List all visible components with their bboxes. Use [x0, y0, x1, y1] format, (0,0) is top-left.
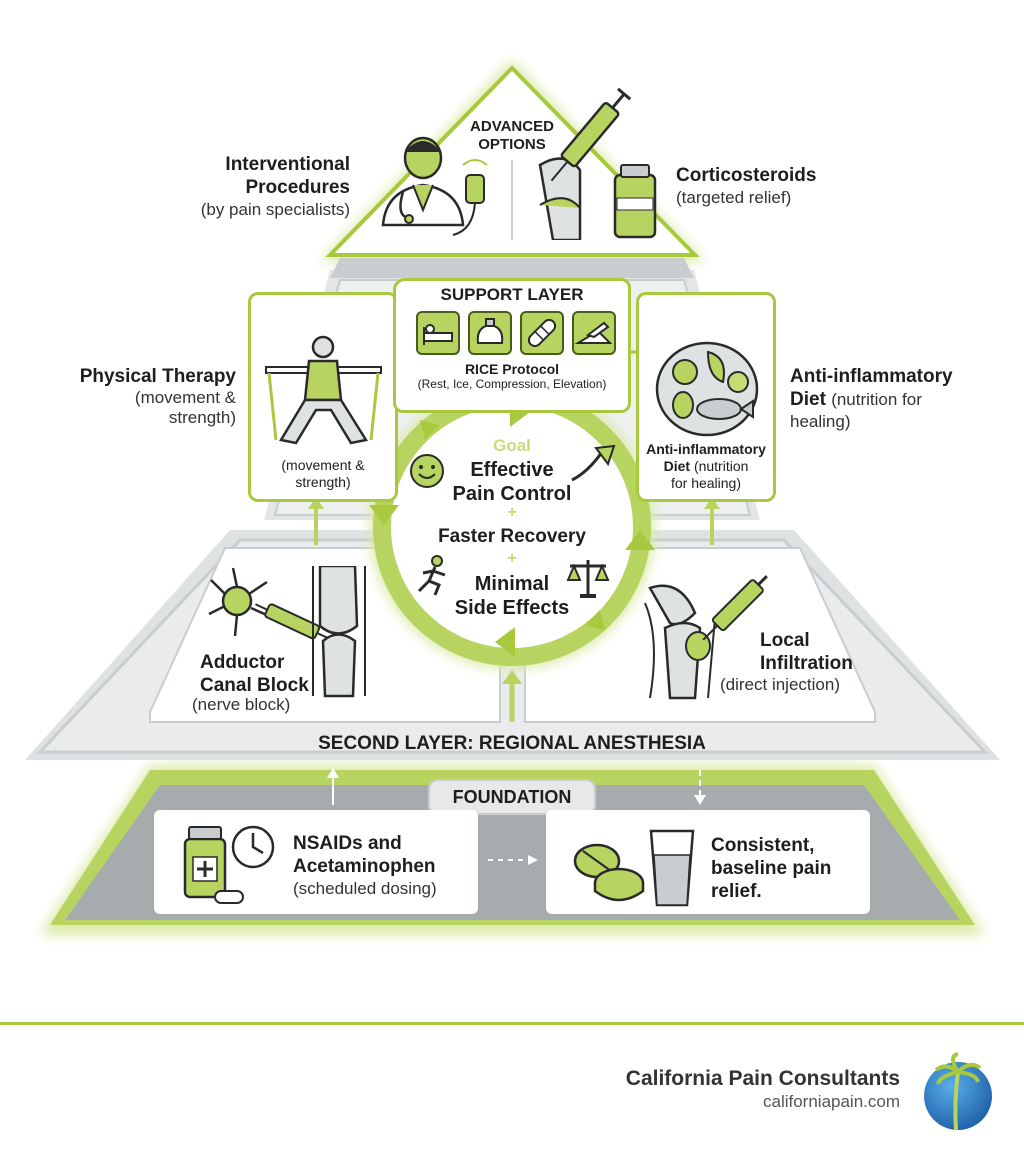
- diet-card-text: Anti-inflammatory Diet (nutrition for he…: [646, 441, 766, 491]
- rice-protocol-sub: (Rest, Ice, Compression, Elevation): [417, 377, 607, 391]
- baseline-relief-title: Consistent, baseline pain relief.: [711, 835, 832, 902]
- goal-plus-2: +: [507, 550, 517, 567]
- nsaids-card: NSAIDs and Acetaminophen (scheduled dosi…: [154, 810, 478, 914]
- doctor-icon: [381, 136, 488, 236]
- bed-rest-icon: [416, 311, 460, 355]
- regional-anesthesia-heading: SECOND LAYER: REGIONAL ANESTHESIA: [318, 733, 706, 754]
- elevation-foot-icon: [572, 311, 616, 355]
- smiley-face-icon: [410, 454, 444, 488]
- goal-effective-pain-control: Effective Pain Control: [452, 459, 572, 505]
- pills-water-glass-icon: [573, 829, 695, 907]
- foundation-heading: FOUNDATION: [428, 779, 596, 815]
- interventional-procedures-title: Interventional Procedures: [225, 154, 350, 198]
- support-layer-heading: SUPPORT LAYER: [440, 285, 584, 304]
- physical-therapy-card: (movement & strength): [248, 292, 398, 502]
- adductor-canal-block-sub: (nerve block): [192, 695, 291, 714]
- adductor-canal-block-title: Adductor Canal Block: [200, 652, 309, 696]
- goal-minimal-side-effects: Minimal Side Effects: [454, 573, 570, 619]
- anti-inflammatory-diet-title: Anti-inflammatory Diet (nutrition for he…: [790, 366, 953, 431]
- footer-divider: [0, 1022, 1024, 1025]
- running-person-icon: [417, 555, 446, 596]
- physical-therapy-sub: (movement & strength): [134, 388, 236, 428]
- nerve-block-knee-icon: [208, 566, 366, 698]
- corticosteroids-sub: (targeted relief): [676, 188, 792, 207]
- goal-label: Goal: [493, 436, 531, 455]
- company-url: californiapain.com: [762, 1092, 900, 1111]
- advanced-options-badge: ADVANCED OPTIONS: [460, 118, 564, 154]
- nsaids-sub: (scheduled dosing): [293, 879, 437, 898]
- corticosteroids-title: Corticosteroids: [676, 165, 817, 186]
- rice-protocol-title: RICE Protocol: [464, 361, 560, 377]
- physical-therapy-title: Physical Therapy: [79, 366, 236, 387]
- pt-card-text: (movement & strength): [281, 457, 365, 490]
- local-infiltration-title: Local Infiltration: [760, 630, 853, 674]
- balance-scale-icon: [566, 560, 610, 598]
- nsaids-title: NSAIDs and Acetaminophen: [293, 833, 436, 877]
- exercise-figure-icon: [265, 335, 382, 445]
- company-name: California Pain Consultants: [625, 1067, 900, 1090]
- baseline-relief-card: Consistent, baseline pain relief.: [546, 810, 870, 914]
- corticosteroid-injection-icon: [538, 87, 657, 240]
- top-divider: [511, 160, 513, 240]
- interventional-procedures-sub: (by pain specialists): [200, 200, 350, 219]
- ice-pack-icon: [468, 311, 512, 355]
- anti-inflammatory-diet-card: Anti-inflammatory Diet (nutrition for he…: [636, 292, 776, 502]
- palm-tree-logo-icon: [924, 1052, 992, 1131]
- badge-line-2: OPTIONS: [478, 136, 546, 153]
- goal-faster-recovery: Faster Recovery: [438, 526, 586, 547]
- rice-protocol-panel: SUPPORT LAYER RICE Protocol (Rest, Ice, …: [393, 278, 631, 413]
- badge-line-1: ADVANCED: [470, 118, 554, 135]
- local-infiltration-knee-icon: [644, 575, 768, 700]
- goal-plus-1: +: [507, 504, 517, 521]
- medicine-bottle-clock-icon: [183, 825, 275, 904]
- trend-up-arrow-icon: [571, 444, 616, 482]
- local-infiltration-sub: (direct injection): [720, 675, 840, 694]
- compression-bandage-icon: [520, 311, 564, 355]
- healthy-food-plate-icon: [655, 341, 759, 437]
